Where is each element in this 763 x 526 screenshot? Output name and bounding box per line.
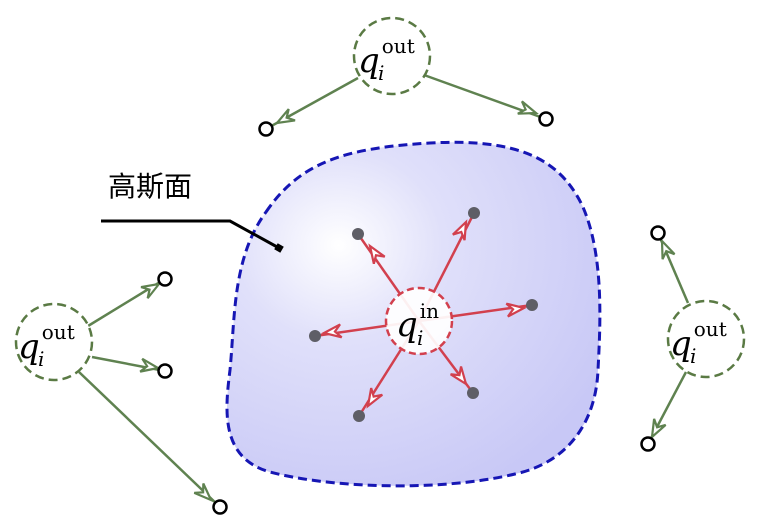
field-arrow-outer-left-upper: [87, 277, 166, 328]
outer-charge-top-superscript: out: [382, 34, 415, 58]
endpoint-ring-left-middle: [157, 363, 173, 379]
inner-charge-base: q: [396, 305, 418, 345]
inner-charge-circle: [384, 286, 454, 356]
outer-charge-right-subscript: i: [690, 344, 696, 368]
arrowhead-outer-left-upper: [140, 282, 162, 299]
outer-charge-top-subscript: i: [378, 61, 384, 85]
endpoint-dot-right: [526, 299, 538, 311]
arrowhead-outer-top-left: [274, 108, 296, 125]
endpoint-ring-top-left: [258, 121, 274, 137]
outer-charge-top-base: q: [358, 41, 380, 81]
field-arrow-outer-left-middle: [91, 355, 166, 373]
arrowhead-outer-right-upper: [660, 238, 676, 260]
endpoint-dot-left: [309, 330, 321, 342]
endpoint-dot-up-right: [468, 207, 480, 219]
outer-charge-left-subscript: i: [38, 347, 44, 371]
field-arrow-outer-top-left: [265, 76, 359, 131]
arrowhead-inner-up-right: [452, 219, 468, 241]
endpoint-ring-top-right: [538, 111, 554, 127]
endpoint-ring-left-lower: [212, 499, 228, 515]
field-arrow-outer-left-lower: [78, 371, 221, 508]
inner-charge-subscript: i: [417, 326, 423, 350]
endpoint-ring-left-upper: [157, 271, 173, 287]
outer-charge-left-base: q: [18, 327, 40, 367]
outer-charge-right-circle: [666, 299, 746, 379]
arrowhead-inner-down-right: [450, 366, 468, 387]
field-arrow-outer-top-right: [423, 73, 547, 121]
field-endpoints: [157, 111, 666, 515]
arrowhead-outer-left-middle: [139, 357, 162, 373]
inner-charge-superscript: in: [420, 299, 439, 323]
arrowhead-inner-right: [505, 302, 528, 318]
outer-charge-right-base: q: [670, 324, 692, 364]
outer-charge-left-superscript: out: [42, 320, 75, 344]
endpoint-dot-down-right: [467, 387, 479, 399]
arrowhead-outer-left-lower: [193, 483, 214, 503]
field-arrow-outer-right-upper: [656, 232, 690, 304]
label-pointer-line: [101, 219, 280, 250]
arrowhead-inner-down-left: [366, 387, 383, 409]
field-arrow-outer-right-lower: [646, 371, 688, 445]
endpoint-ring-right-lower: [640, 436, 656, 452]
gaussian-surface-label: 高斯面: [108, 170, 192, 203]
arrowhead-outer-right-lower: [650, 418, 667, 440]
label-pointer-tip: [274, 243, 284, 253]
endpoint-dot-up-left: [352, 228, 364, 240]
outer-charge-right-superscript: out: [694, 317, 727, 341]
outer-charge-top-circle: [352, 16, 432, 96]
endpoint-dot-down-left: [353, 410, 365, 422]
arrowhead-inner-left: [320, 323, 343, 339]
arrowhead-inner-up-left: [368, 243, 386, 265]
arrowhead-outer-top-right: [517, 100, 539, 115]
outer-charge-left-circle: [14, 302, 94, 382]
endpoint-ring-right-upper: [650, 225, 666, 241]
